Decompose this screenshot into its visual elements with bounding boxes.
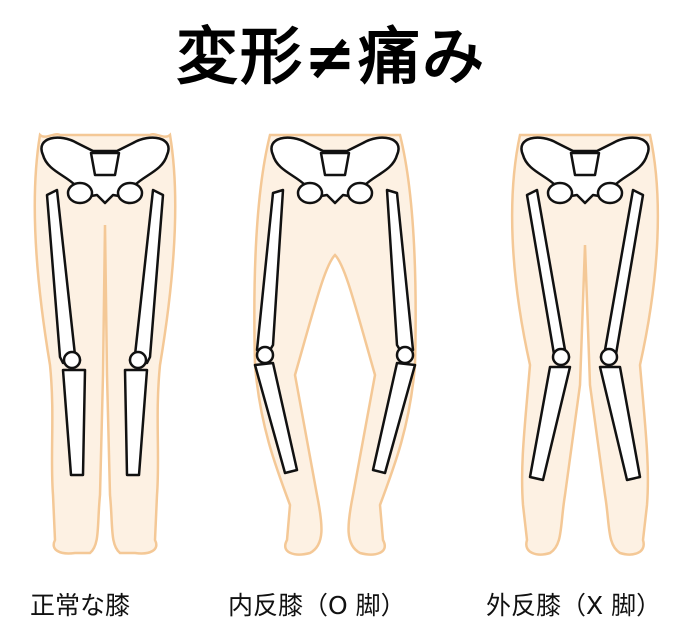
figure-normal-knee — [33, 132, 177, 555]
label-valgus-knee: 外反膝（X 脚） — [486, 591, 662, 620]
label-varus-knee: 内反膝（O 脚） — [228, 591, 406, 620]
figure-valgus-knee — [510, 133, 660, 556]
label-normal-knee: 正常な膝 — [30, 591, 131, 620]
figure-varus-knee — [253, 133, 417, 556]
page-title: 変形≠痛み — [176, 20, 486, 93]
